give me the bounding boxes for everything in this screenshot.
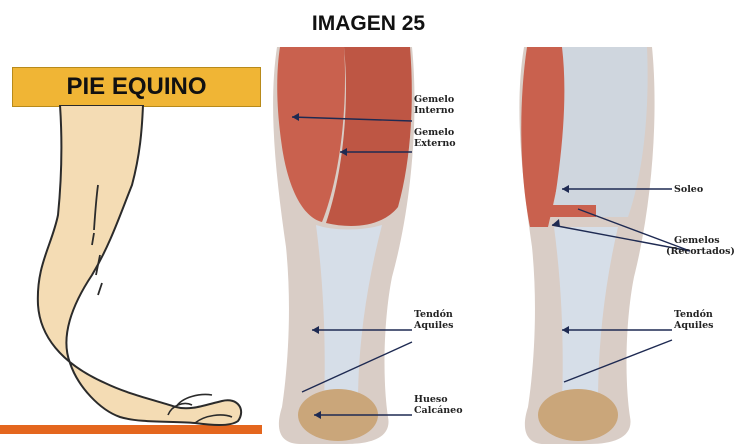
label-soleo: Soleo	[674, 184, 703, 195]
label-tendon-aquiles-right: Tendón Aquiles	[673, 309, 716, 331]
floor-bar	[0, 425, 262, 434]
right-heel	[538, 389, 618, 441]
gemelos-recortados-band	[530, 205, 596, 217]
label-tendon-aquiles-left: Tendón Aquiles	[413, 309, 456, 331]
banner-label: PIE EQUINO	[13, 68, 260, 106]
pie-equino-banner: PIE EQUINO	[12, 67, 261, 107]
equinus-foot-illustration	[0, 105, 262, 444]
foot-outline	[38, 105, 241, 425]
calf-anatomy-illustration: Gemelo Interno Gemelo Externo Tendón Aqu…	[262, 47, 737, 444]
label-gemelo-interno: Gemelo Interno	[414, 94, 458, 116]
figure-title: IMAGEN 25	[0, 12, 737, 36]
label-gemelo-externo: Gemelo Externo	[414, 127, 458, 149]
soleo-muscle	[552, 47, 648, 217]
